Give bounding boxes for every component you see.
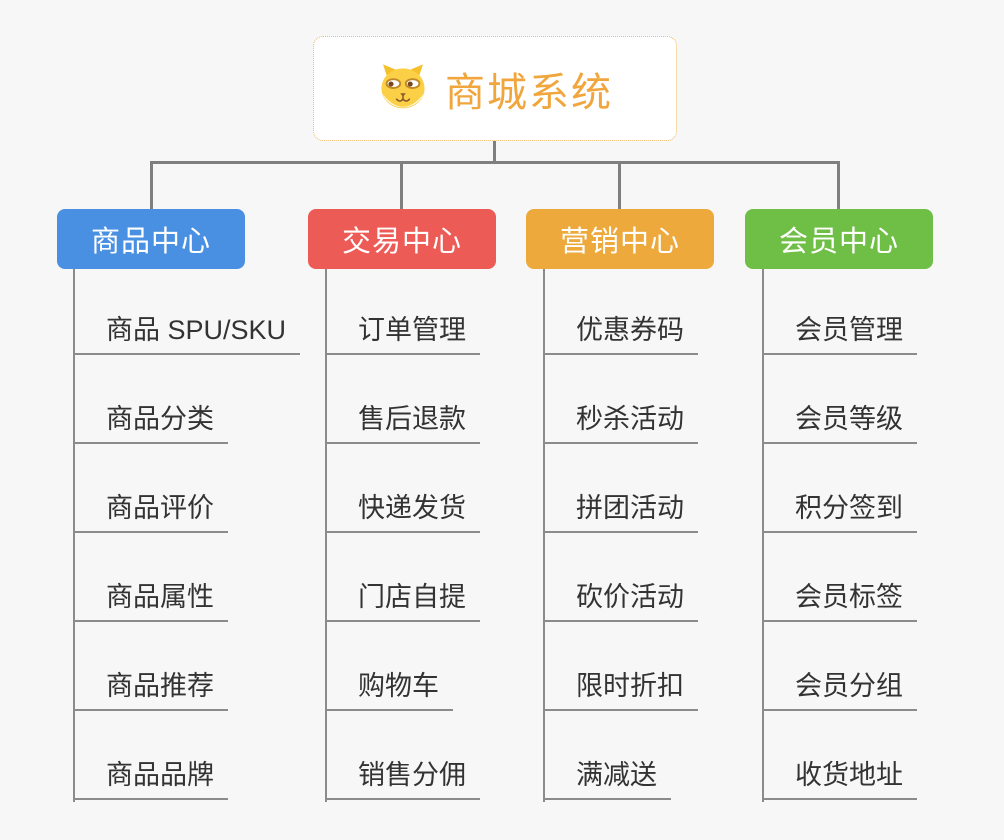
root-title: 商城系统 (445, 70, 613, 115)
child-node[interactable]: 会员等级 (762, 404, 917, 444)
branch-node-product[interactable]: 商品中心 (57, 209, 245, 269)
child-node[interactable]: 优惠券码 (543, 315, 698, 355)
branch-label: 营销中心 (559, 226, 680, 258)
branch-node-member[interactable]: 会员中心 (745, 209, 933, 269)
child-node[interactable]: 商品分类 (73, 404, 228, 444)
connector-drop-marketing (618, 163, 621, 209)
child-node[interactable]: 收货地址 (762, 760, 917, 800)
branch-node-trade[interactable]: 交易中心 (308, 209, 496, 269)
branch-label: 交易中心 (341, 226, 462, 258)
child-node[interactable]: 砍价活动 (543, 582, 698, 622)
connector-drop-product (150, 163, 153, 209)
child-node[interactable]: 订单管理 (325, 315, 480, 355)
connector-horizontal-bar (150, 161, 840, 164)
child-node[interactable]: 会员管理 (762, 315, 917, 355)
root-node[interactable]: 商城系统 (313, 36, 677, 141)
child-node[interactable]: 商品属性 (73, 582, 228, 622)
branch-node-marketing[interactable]: 营销中心 (526, 209, 714, 269)
child-node[interactable]: 拼团活动 (543, 493, 698, 533)
child-node[interactable]: 商品推荐 (73, 671, 228, 711)
connector-drop-member (837, 163, 840, 209)
child-node[interactable]: 购物车 (325, 671, 453, 711)
child-node[interactable]: 商品 SPU/SKU (73, 315, 301, 355)
connector-drop-trade (400, 163, 403, 209)
child-node[interactable]: 限时折扣 (543, 671, 698, 711)
child-node[interactable]: 积分签到 (762, 493, 917, 533)
branch-trunk-line (762, 269, 764, 802)
child-node[interactable]: 售后退款 (325, 404, 480, 444)
child-node[interactable]: 销售分佣 (325, 760, 480, 800)
child-node[interactable]: 会员标签 (762, 582, 917, 622)
branch-label: 会员中心 (778, 226, 899, 258)
child-node[interactable]: 秒杀活动 (543, 404, 698, 444)
child-node[interactable]: 商品品牌 (73, 760, 228, 800)
branch-label: 商品中心 (90, 226, 211, 258)
child-node[interactable]: 满减送 (543, 760, 671, 800)
child-node[interactable]: 商品评价 (73, 493, 228, 533)
dog-face-icon (377, 62, 429, 115)
child-node[interactable]: 门店自提 (325, 582, 480, 622)
connector-root-stem (493, 141, 496, 163)
child-node[interactable]: 快递发货 (325, 493, 480, 533)
branch-trunk-line (543, 269, 545, 802)
branch-trunk-line (325, 269, 327, 802)
branch-trunk-line (73, 269, 75, 802)
child-node[interactable]: 会员分组 (762, 671, 917, 711)
